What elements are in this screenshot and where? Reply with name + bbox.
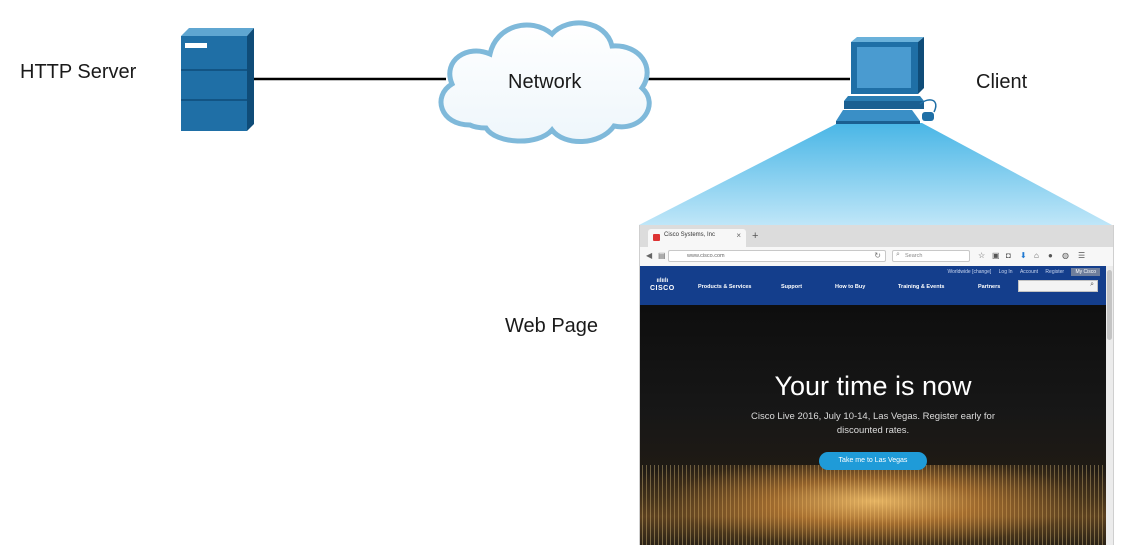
tab-close-icon[interactable]: × [736,231,741,240]
navigation-bar: ◀ ▤ www.cisco.com ↻ ⌕ Search ☆ ▣ ◘ ⬇ ⌂ ●… [640,247,1113,267]
client-computer-icon [836,37,937,124]
new-tab-button[interactable]: + [752,230,759,242]
pocket-icon[interactable]: ◘ [1006,251,1011,260]
hero-subtitle: Cisco Live 2016, July 10-14, Las Vegas. … [751,411,995,436]
utility-link-account[interactable]: Account [1019,269,1039,275]
download-icon[interactable]: ⬇ [1020,251,1027,260]
site-search-input[interactable]: ⌕ [1018,280,1098,292]
menu-training-events[interactable]: Training & Events [898,284,945,290]
server-label: HTTP Server [20,61,137,83]
reader-icon[interactable]: ▣ [992,251,1000,260]
network-cloud-icon [438,20,652,144]
browser-window: Cisco Systems, Inc × + ◀ ▤ www.cisco.com… [639,225,1114,545]
page-scrollbar[interactable] [1106,266,1113,545]
tab-title: Cisco Systems, Inc [664,232,716,238]
hero-cta-button[interactable]: Take me to Las Vegas [819,452,927,470]
menu-how-to-buy[interactable]: How to Buy [835,284,866,290]
bookmark-star-icon[interactable]: ☆ [978,251,986,260]
browser-search-placeholder: Search [905,253,923,259]
identity-icon[interactable]: ▤ [658,251,666,260]
browser-search-input[interactable]: ⌕ Search [892,250,970,262]
hero-banner: Your time is now Cisco Live 2016, July 1… [640,305,1106,545]
client-label: Client [976,71,1028,93]
utility-link-worldwide[interactable]: Worldwide [change] [947,269,992,275]
site-search-icon[interactable]: ⌕ [1090,281,1094,288]
network-label: Network [508,71,582,93]
address-text: www.cisco.com [687,253,725,259]
scrollbar-thumb[interactable] [1107,270,1112,340]
back-icon[interactable]: ◀ [646,251,653,260]
utility-links: Worldwide [change] Log In Account Regist… [941,268,1100,276]
menu-partners[interactable]: Partners [978,284,1001,290]
cisco-logo-text: CISCO [650,285,675,292]
cisco-logo[interactable]: ıılıılı CISCO [650,278,675,292]
home-icon[interactable]: ⌂ [1034,251,1039,260]
menu-icon[interactable]: ☰ [1078,251,1086,260]
address-bar[interactable]: www.cisco.com ↻ [668,250,886,262]
menu-support[interactable]: Support [781,284,803,290]
client-view-beam [639,123,1112,225]
utility-link-register[interactable]: Register [1045,269,1065,275]
browser-tab[interactable]: Cisco Systems, Inc × [648,229,746,247]
site-header: Worldwide [change] Log In Account Regist… [640,266,1106,305]
menu-products-services[interactable]: Products & Services [698,284,752,290]
search-icon: ⌕ [896,251,900,258]
cisco-logo-bars-icon: ıılıılı [656,278,669,284]
server-icon [181,28,254,131]
webpage-label: Web Page [505,315,599,337]
favicon-icon [653,234,660,241]
my-cisco-button[interactable]: My Cisco [1071,268,1100,276]
utility-link-login[interactable]: Log In [998,269,1013,275]
city-lights-image [640,465,1106,545]
hero-title: Your time is now [774,371,972,401]
extension-icon[interactable]: ◍ [1062,251,1069,260]
reload-icon[interactable]: ↻ [874,251,881,260]
chat-icon[interactable]: ● [1048,251,1053,260]
tab-bar: Cisco Systems, Inc × + [640,225,1113,247]
